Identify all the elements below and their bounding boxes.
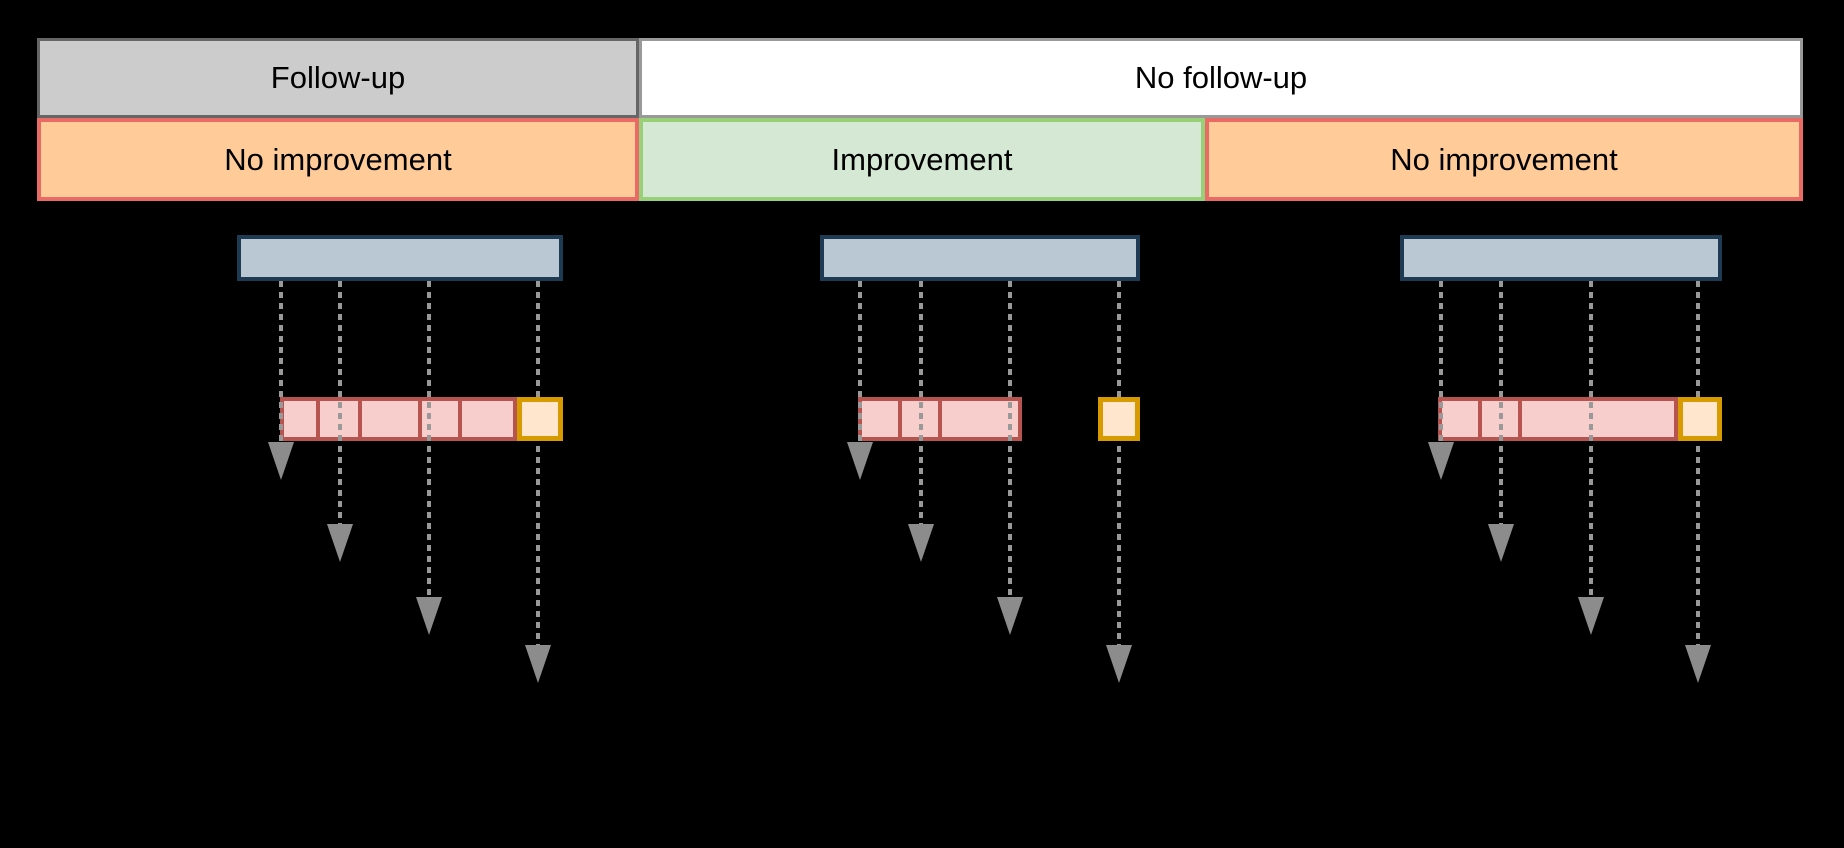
visit-box-divider: [316, 397, 320, 441]
visit-box-divider: [358, 397, 362, 441]
dashed-arrow-line: [1117, 281, 1121, 645]
timeline-bar: [1400, 235, 1722, 281]
visit-box-divider: [458, 397, 462, 441]
dashed-arrow-line: [1696, 281, 1700, 645]
dashed-arrow-line: [1499, 281, 1503, 524]
dashed-arrow-line: [279, 281, 283, 442]
visit-box-divider: [418, 397, 422, 441]
final-visit-box: [1678, 397, 1722, 441]
arrow-down-icon: [908, 524, 934, 562]
dashed-arrow-line: [1008, 281, 1012, 597]
visit-box-divider: [938, 397, 942, 441]
arrow-down-icon: [525, 645, 551, 683]
dashed-arrow-line: [338, 281, 342, 524]
arrow-down-icon: [1685, 645, 1711, 683]
header-cell-no-improvement-left-label: No improvement: [224, 141, 452, 177]
visit-box-divider: [1518, 397, 1522, 441]
timeline-bar: [237, 235, 563, 281]
dashed-arrow-line: [536, 281, 540, 645]
header-cell-follow-up-label: Follow-up: [270, 60, 406, 95]
final-visit-box: [1098, 397, 1140, 441]
header-cell-improvement-label: Improvement: [831, 141, 1013, 177]
dashed-arrow-line: [919, 281, 923, 524]
visit-box-divider: [898, 397, 902, 441]
arrow-down-icon: [847, 442, 873, 480]
header-cell-follow-up: Follow-up: [37, 38, 639, 118]
header-cell-no-improvement-left: No improvement: [37, 118, 639, 201]
header-cell-improvement: Improvement: [639, 118, 1205, 201]
dashed-arrow-line: [427, 281, 431, 597]
arrow-down-icon: [1428, 442, 1454, 480]
visit-boxes-row: [1438, 397, 1678, 441]
header-cell-no-follow-up-label: No follow-up: [1134, 60, 1308, 95]
final-visit-box: [517, 397, 563, 441]
arrow-down-icon: [1488, 524, 1514, 562]
header-cell-no-follow-up: No follow-up: [639, 38, 1803, 118]
arrow-down-icon: [327, 524, 353, 562]
arrow-down-icon: [416, 597, 442, 635]
header-cell-no-improvement-right: No improvement: [1205, 118, 1803, 201]
arrow-down-icon: [997, 597, 1023, 635]
visit-box-divider: [1478, 397, 1482, 441]
dashed-arrow-line: [858, 281, 862, 442]
header-cell-no-improvement-right-label: No improvement: [1390, 141, 1618, 177]
arrow-down-icon: [1578, 597, 1604, 635]
dashed-arrow-line: [1439, 281, 1443, 442]
dashed-arrow-line: [1589, 281, 1593, 597]
arrow-down-icon: [268, 442, 294, 480]
timeline-bar: [820, 235, 1140, 281]
arrow-down-icon: [1106, 645, 1132, 683]
